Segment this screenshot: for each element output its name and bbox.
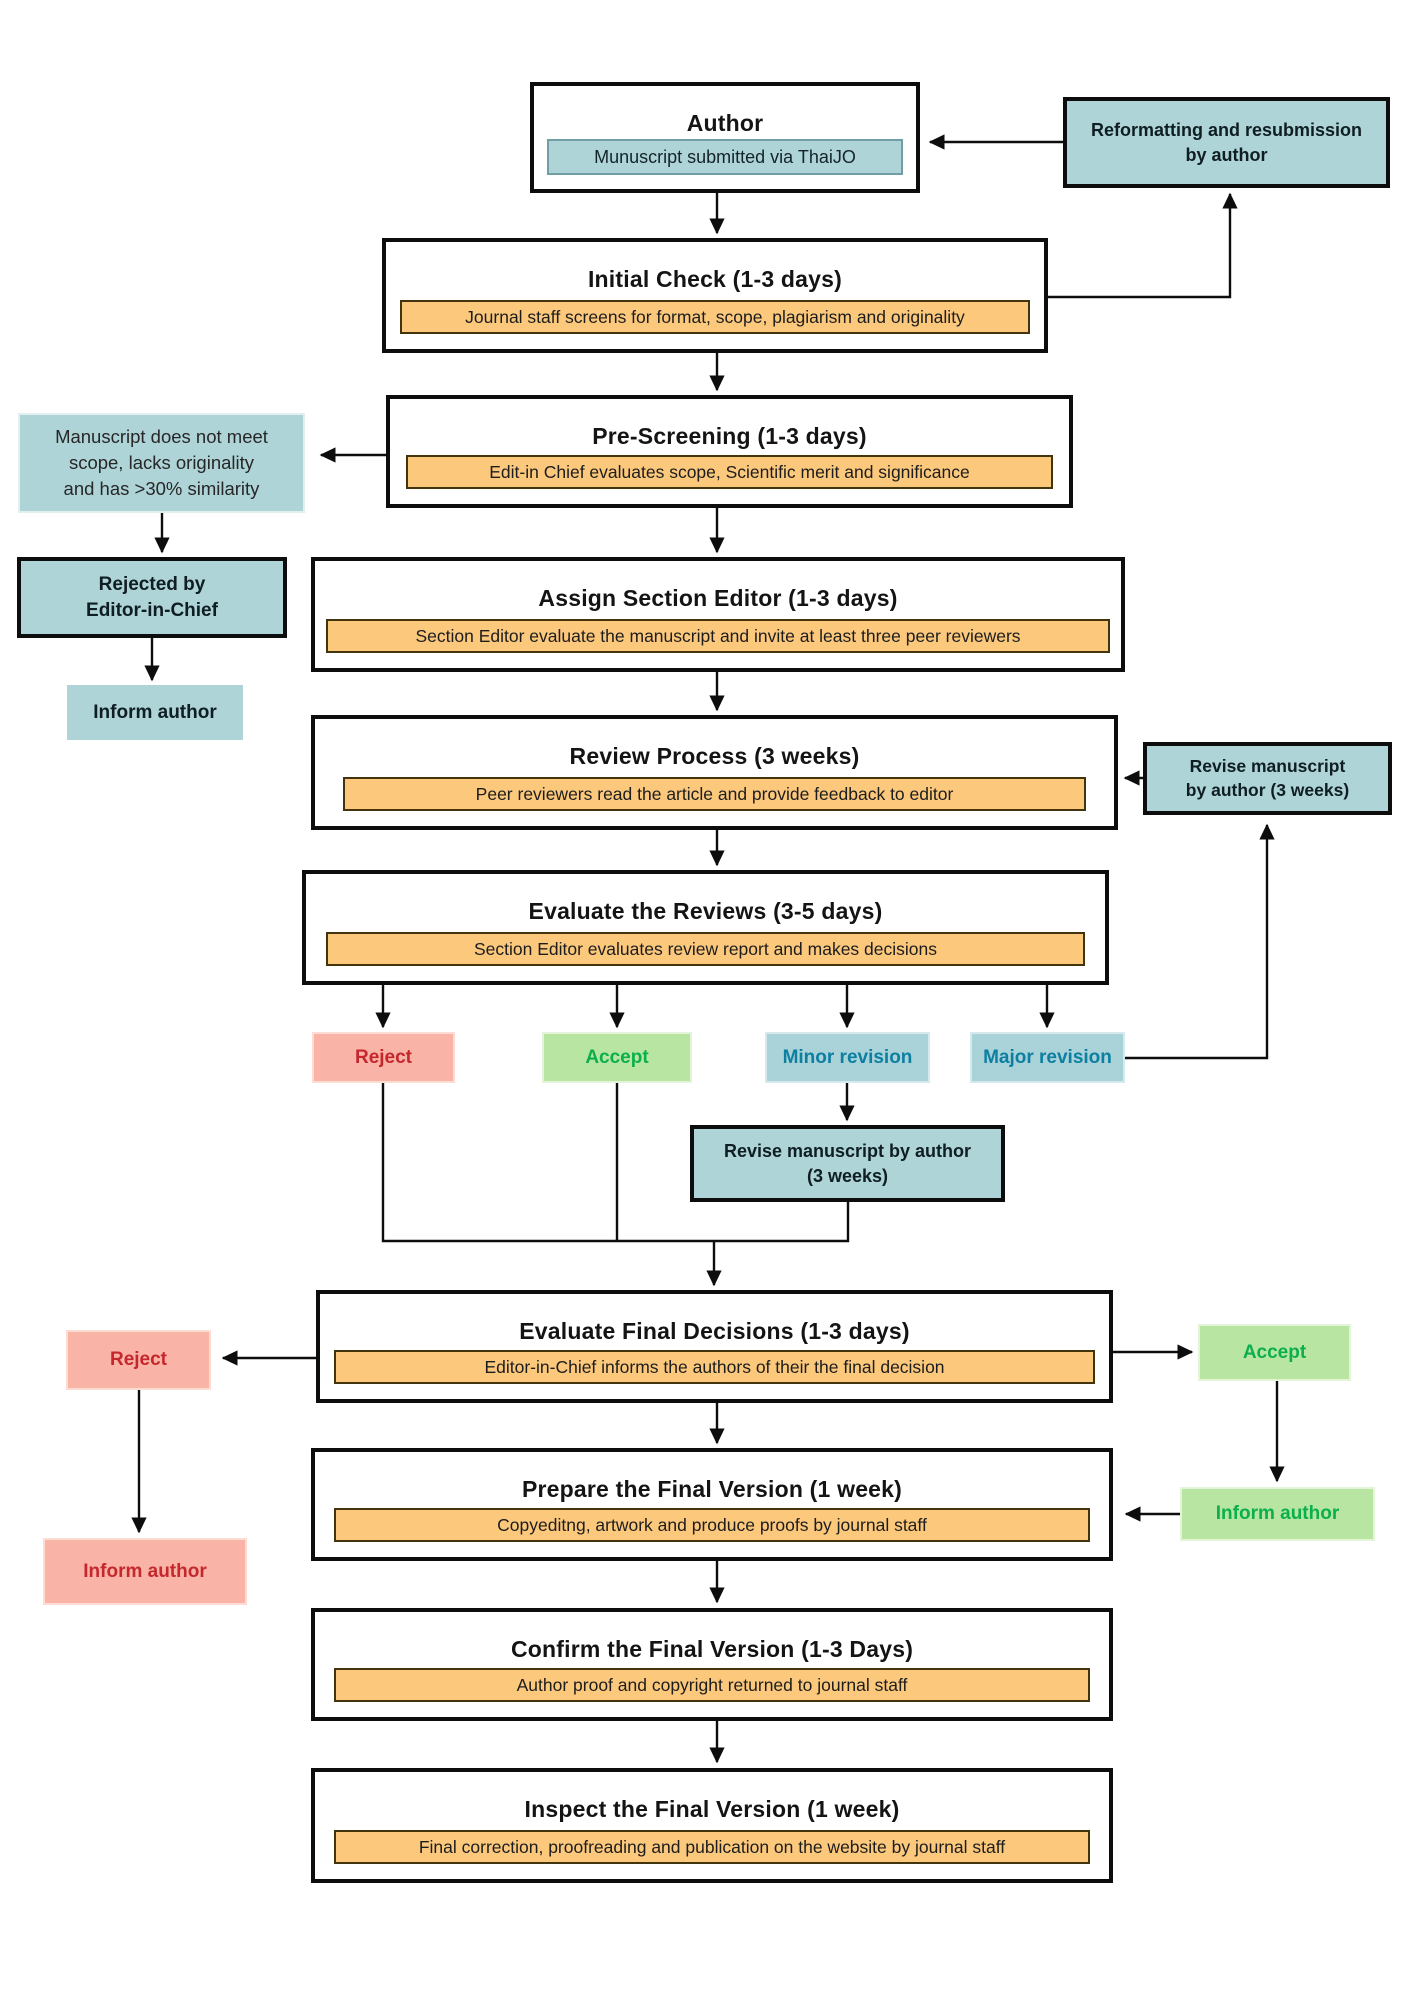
decision-reject-box: Reject	[312, 1032, 455, 1083]
assign-section-editor-detail: Section Editor evaluate the manuscript a…	[326, 619, 1110, 653]
author-title: Author	[686, 110, 764, 136]
author-submission-note: Munuscript submitted via ThaiJO	[547, 139, 903, 175]
evaluate-final-decisions-title: Evaluate Final Decisions (1-3 days)	[519, 1318, 910, 1344]
not-meet-scope-note: Manuscript does not meet scope, lacks or…	[18, 413, 305, 513]
review-process-box: Review Process (3 weeks) Peer reviewers …	[311, 715, 1118, 830]
initial-check-title: Initial Check (1-3 days)	[587, 266, 843, 292]
reformatting-resubmission-box: Reformatting and resubmission by author	[1063, 97, 1390, 188]
inspect-final-version-box: Inspect the Final Version (1 week) Final…	[311, 1768, 1113, 1883]
confirm-final-version-title: Confirm the Final Version (1-3 Days)	[510, 1636, 914, 1662]
prepare-final-version-box: Prepare the Final Version (1 week) Copye…	[311, 1448, 1113, 1561]
pre-screening-title: Pre-Screening (1-3 days)	[592, 423, 867, 449]
prepare-final-version-detail: Copyeditng, artwork and produce proofs b…	[334, 1508, 1090, 1542]
pre-screening-detail: Edit-in Chief evaluates scope, Scientifi…	[406, 455, 1053, 489]
evaluate-final-decisions-box: Evaluate Final Decisions (1-3 days) Edit…	[316, 1290, 1113, 1403]
inform-author-eic-box: Inform author	[67, 685, 243, 740]
initial-check-box: Initial Check (1-3 days) Journal staff s…	[382, 238, 1048, 353]
decision-minor-revision-box: Minor revision	[765, 1032, 930, 1083]
final-reject-inform-author-box: Inform author	[43, 1538, 247, 1605]
evaluate-reviews-detail: Section Editor evaluates review report a…	[326, 932, 1085, 966]
pre-screening-box: Pre-Screening (1-3 days) Edit-in Chief e…	[386, 395, 1073, 508]
initial-check-detail: Journal staff screens for format, scope,…	[400, 300, 1030, 334]
confirm-final-version-box: Confirm the Final Version (1-3 Days) Aut…	[311, 1608, 1113, 1721]
evaluate-reviews-title: Evaluate the Reviews (3-5 days)	[528, 898, 883, 924]
review-process-title: Review Process (3 weeks)	[569, 743, 860, 769]
evaluate-final-decisions-detail: Editor-in-Chief informs the authors of t…	[334, 1350, 1095, 1384]
revise-manuscript-right-box: Revise manuscript by author (3 weeks)	[1143, 742, 1392, 815]
inspect-final-version-title: Inspect the Final Version (1 week)	[524, 1796, 900, 1822]
assign-section-editor-box: Assign Section Editor (1-3 days) Section…	[311, 557, 1125, 672]
decision-major-revision-box: Major revision	[970, 1032, 1125, 1083]
confirm-final-version-detail: Author proof and copyright returned to j…	[334, 1668, 1090, 1702]
inspect-final-version-detail: Final correction, proofreading and publi…	[334, 1830, 1090, 1864]
evaluate-reviews-box: Evaluate the Reviews (3-5 days) Section …	[302, 870, 1109, 985]
final-accept-inform-author-box: Inform author	[1180, 1487, 1375, 1541]
final-accept-box: Accept	[1198, 1324, 1351, 1381]
assign-section-editor-title: Assign Section Editor (1-3 days)	[538, 585, 898, 611]
prepare-final-version-title: Prepare the Final Version (1 week)	[521, 1476, 903, 1502]
final-reject-box: Reject	[66, 1330, 211, 1390]
author-box: Author Munuscript submitted via ThaiJO	[530, 82, 920, 193]
rejected-by-eic-box: Rejected by Editor-in-Chief	[17, 557, 287, 638]
decision-accept-box: Accept	[542, 1032, 692, 1083]
revise-manuscript-mid-box: Revise manuscript by author (3 weeks)	[690, 1125, 1005, 1202]
review-process-detail: Peer reviewers read the article and prov…	[343, 777, 1086, 811]
